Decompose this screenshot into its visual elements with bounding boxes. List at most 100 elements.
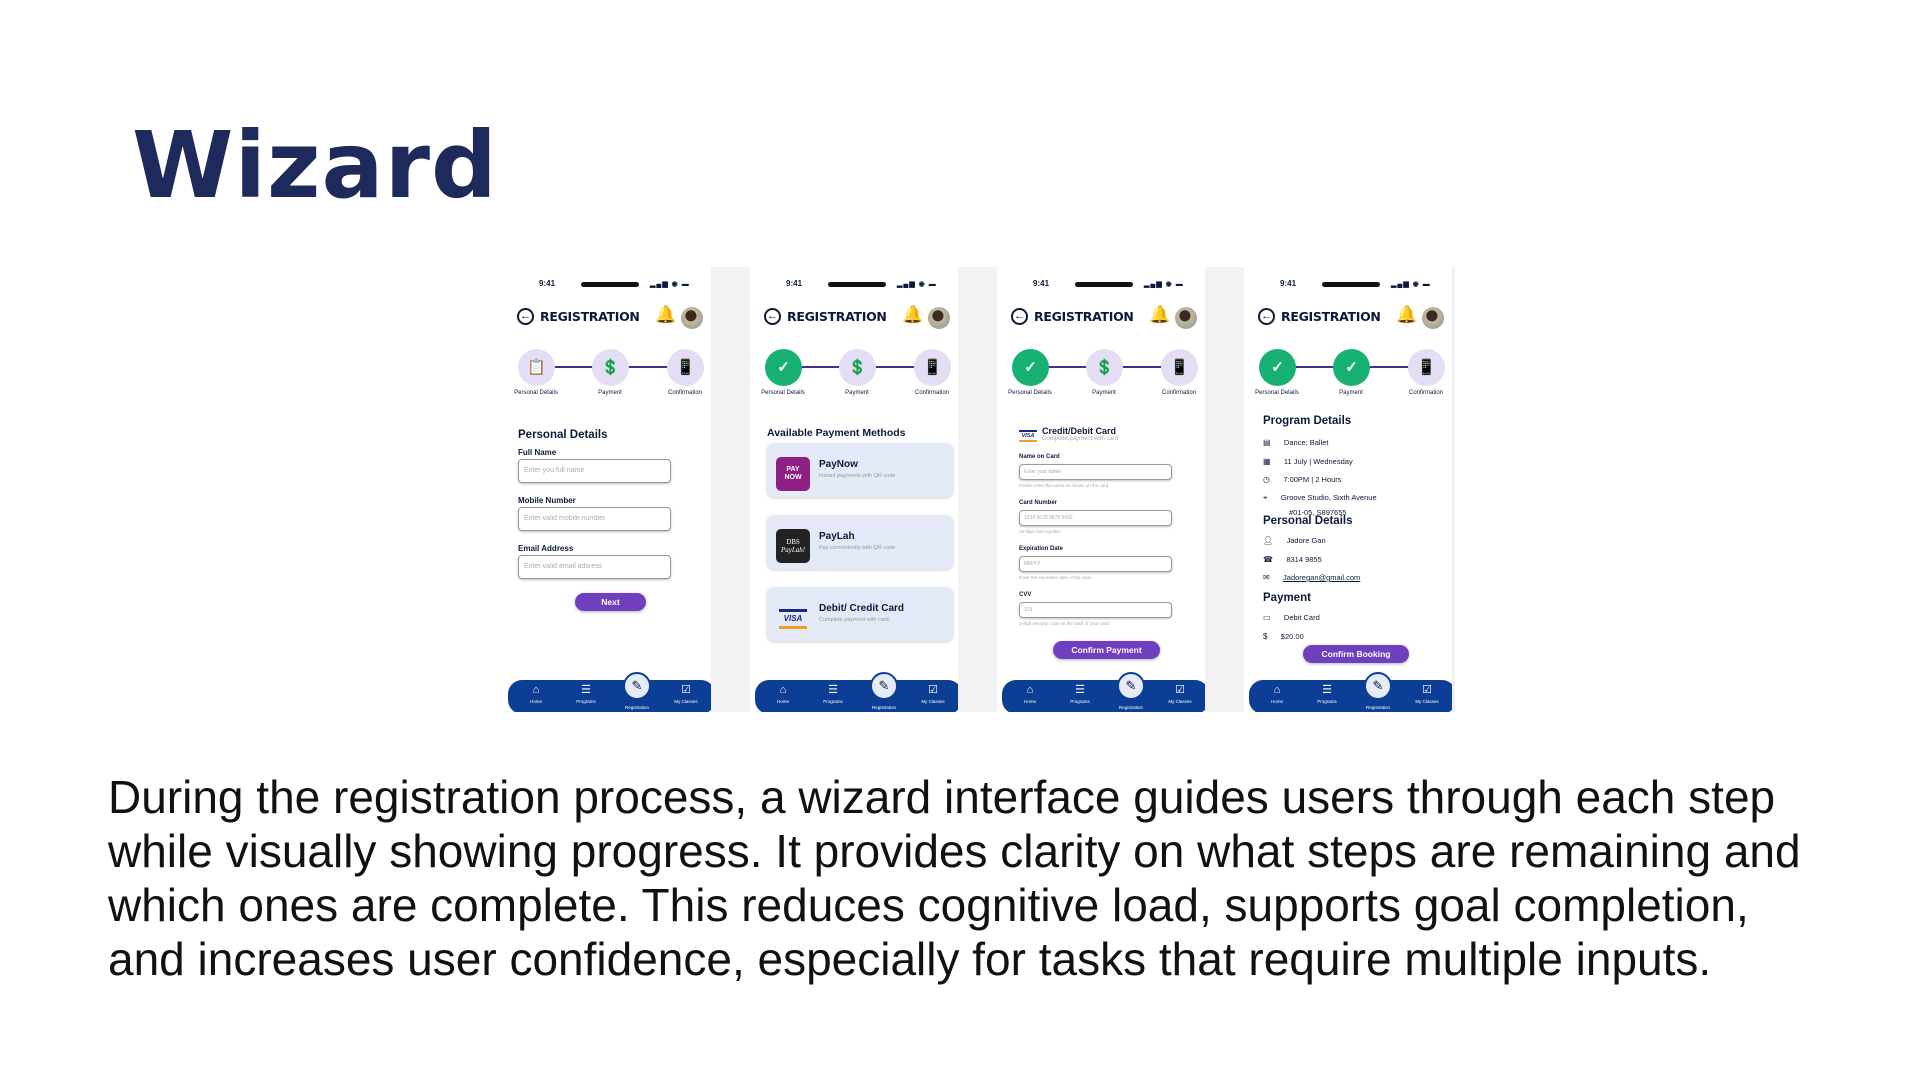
email-input[interactable]: Enter valid email adsress <box>518 555 671 579</box>
confirm-payment-button[interactable]: Confirm Payment <box>1053 641 1160 659</box>
cvv-input[interactable]: 123 <box>1019 602 1172 618</box>
nav-registration[interactable]: Registration <box>617 689 657 710</box>
step-confirmation[interactable]: 📱 <box>1161 349 1198 386</box>
avatar[interactable] <box>928 307 950 329</box>
nav-label: Registration <box>624 705 649 710</box>
nav-registration[interactable]: Registration <box>1111 689 1151 710</box>
bell-icon[interactable]: 🔔 <box>1396 305 1418 324</box>
step-personal-details[interactable]: ✓ <box>1259 349 1296 386</box>
screen-payment-methods: 9:41 ▂▄▆ ◉ ▬ ← REGISTRATION 🔔 ✓ 💲 📱 Pers… <box>750 267 958 712</box>
payment-method-card[interactable]: VISA Debit/ Credit Card Complete payment… <box>767 587 953 641</box>
avatar[interactable] <box>1422 307 1444 329</box>
field-label: Mobile Number <box>518 496 576 505</box>
nav-label: My Classes <box>1168 699 1192 704</box>
back-arrow-icon[interactable]: ← <box>1011 308 1028 325</box>
step-payment[interactable]: 💲 <box>839 349 876 386</box>
nav-my-classes[interactable]: ☑ My Classes <box>1160 683 1200 704</box>
status-time: 9:41 <box>539 279 556 288</box>
detail-text: Dance; Ballet <box>1283 438 1329 447</box>
nav-my-classes[interactable]: ☑My Classes <box>666 683 706 704</box>
calendar-icon: ▦ <box>1263 456 1271 466</box>
avatar[interactable] <box>1175 307 1197 329</box>
confirm-booking-button[interactable]: Confirm Booking <box>1303 645 1409 663</box>
step-payment[interactable]: 💲 <box>1086 349 1123 386</box>
nav-programs[interactable]: ☰Programs <box>566 683 606 704</box>
registration-nav-icon[interactable]: ✎ <box>623 672 651 700</box>
step-payment[interactable]: ✓ <box>1333 349 1370 386</box>
nav-registration[interactable]: Registration <box>864 689 904 710</box>
calendar-check-icon: ☑ <box>1175 684 1185 696</box>
detail-text: #01-05, S897655 <box>1289 507 1347 517</box>
nav-label: My Classes <box>1415 699 1439 704</box>
name-on-card-input[interactable]: Enter your name <box>1019 464 1172 480</box>
step-personal-details[interactable]: ✓ <box>765 349 802 386</box>
registration-nav-icon[interactable]: ✎ <box>1364 672 1392 700</box>
credit-card-icon: ▭ <box>1263 613 1271 622</box>
nav-label: My Classes <box>921 699 945 704</box>
nav-registration[interactable]: Registration <box>1358 689 1398 710</box>
detail-text: $20.00 <box>1280 631 1304 641</box>
step-payment[interactable]: 💲 <box>592 349 629 386</box>
step-label: Payment <box>1339 390 1363 396</box>
nav-programs[interactable]: ☰Programs <box>1307 683 1347 704</box>
nav-home[interactable]: ⌂Home <box>1257 683 1297 704</box>
nav-home[interactable]: ⌂Home <box>763 683 803 704</box>
step-label: Payment <box>845 390 869 396</box>
nav-home[interactable]: ⌂Home <box>1010 683 1050 704</box>
nav-programs[interactable]: ☰Programs <box>1060 683 1100 704</box>
method-subtitle: Instant payments with QR code <box>819 473 896 479</box>
detail-text: Jadore Gan <box>1286 536 1326 545</box>
back-arrow-icon[interactable]: ← <box>517 308 534 325</box>
registration-nav-icon[interactable]: ✎ <box>1117 672 1145 700</box>
section-subheading: Complete payment with card <box>1042 436 1119 442</box>
email-link[interactable]: Jadoregan@gmail.com <box>1283 573 1361 582</box>
back-arrow-icon[interactable]: ← <box>764 308 781 325</box>
full-name-input[interactable]: Enter you full name <box>518 459 671 483</box>
step-personal-details[interactable]: ✓ <box>1012 349 1049 386</box>
method-title: Debit/ Credit Card <box>819 603 905 614</box>
detail-text: Groove Studio, Sixth Avenue <box>1280 492 1377 502</box>
header-title: REGISTRATION <box>540 309 640 324</box>
location-pin-icon: ⌖ <box>1263 492 1268 502</box>
step-label: Personal Details <box>1255 390 1299 396</box>
mobile-number-input[interactable]: Enter valid mobile number <box>518 507 671 531</box>
spacer <box>864 689 904 703</box>
nav-programs[interactable]: ☰Programs <box>813 683 853 704</box>
card-number-input[interactable]: 1234 5678 9876 5432 <box>1019 510 1172 526</box>
visa-logo: VISA <box>779 609 807 629</box>
bottom-nav <box>1249 680 1452 712</box>
expiration-date-input[interactable]: MM/YY <box>1019 556 1172 572</box>
step-label: Confirmation <box>914 390 949 396</box>
step-confirmation[interactable]: 📱 <box>1408 349 1445 386</box>
registration-nav-icon[interactable]: ✎ <box>870 672 898 700</box>
step-confirmation[interactable]: 📱 <box>914 349 951 386</box>
calendar-check-icon: ☑ <box>1422 684 1432 696</box>
field-hint: 16-digit card number. <box>1019 529 1062 534</box>
nav-home[interactable]: ⌂Home <box>516 683 556 704</box>
back-arrow-icon[interactable]: ← <box>1258 308 1275 325</box>
next-button[interactable]: Next <box>575 593 646 611</box>
bottom-nav <box>1002 680 1205 712</box>
nav-my-classes[interactable]: ☑My Classes <box>913 683 953 704</box>
bell-icon[interactable]: 🔔 <box>902 305 924 324</box>
clock-icon: ◷ <box>1263 475 1270 484</box>
dynamic-island <box>1322 282 1380 287</box>
bell-icon[interactable]: 🔔 <box>655 305 677 324</box>
step-personal-details[interactable]: 📋 <box>518 349 555 386</box>
bell-icon[interactable]: 🔔 <box>1149 305 1171 324</box>
step-confirmation[interactable]: 📱 <box>667 349 704 386</box>
detail-text: 8314 9855 <box>1286 554 1322 564</box>
header-title: REGISTRATION <box>1034 309 1134 324</box>
section-heading: Personal Details <box>518 429 608 441</box>
nav-my-classes[interactable]: ☑ My Classes <box>1407 683 1447 704</box>
avatar[interactable] <box>681 307 703 329</box>
dollar-icon: $ <box>1263 631 1268 641</box>
method-title: PayLah <box>819 531 855 542</box>
nav-label: Registration <box>1118 705 1143 710</box>
method-subtitle: Complete payment with card <box>819 617 889 623</box>
section-heading: Available Payment Methods <box>767 427 906 439</box>
field-hint: 3-digit security code on the back of you… <box>1019 621 1110 626</box>
